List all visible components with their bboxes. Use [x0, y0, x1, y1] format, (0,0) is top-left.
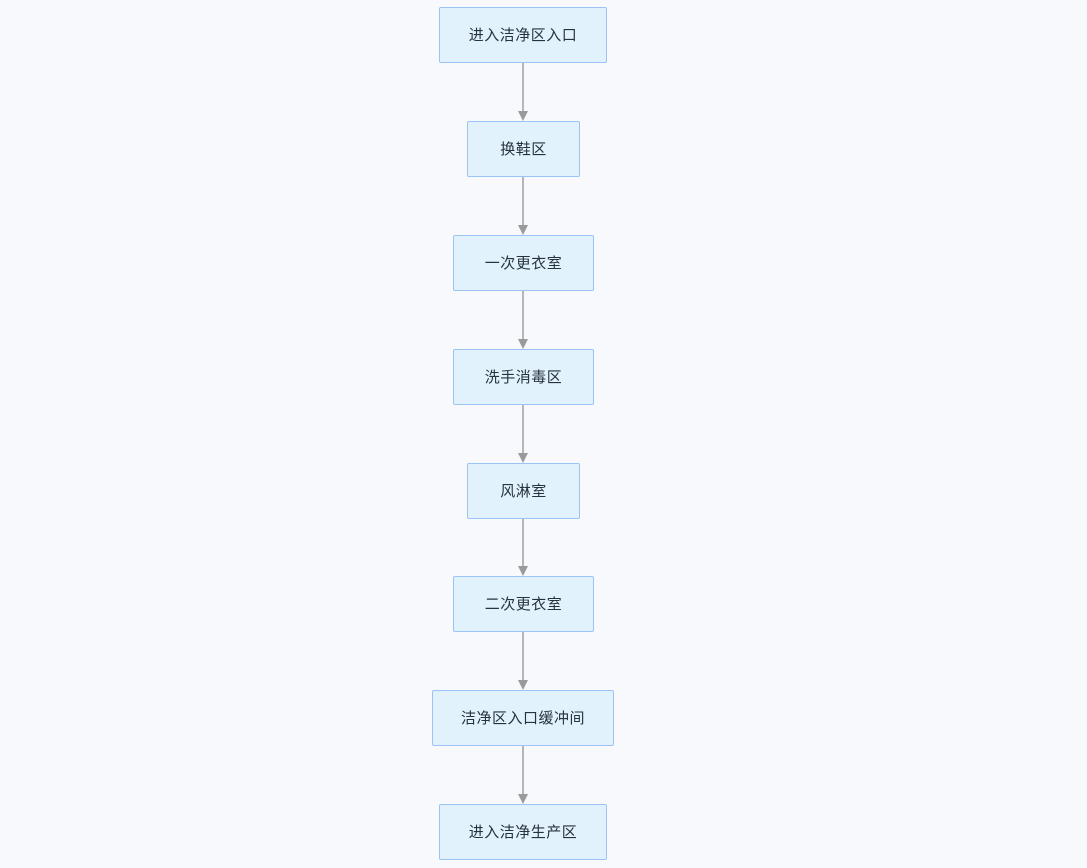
flow-node-label: 二次更衣室: [484, 595, 563, 613]
flow-node-label: 洗手消毒区: [484, 368, 563, 386]
flow-node-n3[interactable]: 一次更衣室: [453, 235, 594, 291]
flow-node-label: 进入洁净生产区: [468, 823, 578, 841]
flow-node-n7[interactable]: 洁净区入口缓冲间: [432, 690, 614, 746]
flow-edge-n2-to-n3: [515, 177, 531, 235]
flow-node-label: 洁净区入口缓冲间: [460, 709, 585, 727]
flow-edge-n4-to-n5: [515, 405, 531, 463]
flow-node-label: 换鞋区: [500, 140, 547, 158]
flow-node-n2[interactable]: 换鞋区: [467, 121, 580, 177]
flow-node-n8[interactable]: 进入洁净生产区: [439, 804, 607, 860]
flow-edge-n5-to-n6: [515, 519, 531, 576]
flow-node-n4[interactable]: 洗手消毒区: [453, 349, 594, 405]
flow-node-n5[interactable]: 风淋室: [467, 463, 580, 519]
flow-node-label: 一次更衣室: [484, 254, 563, 272]
flow-node-label: 进入洁净区入口: [468, 26, 578, 44]
flow-edge-n1-to-n2: [515, 63, 531, 121]
flow-edge-n7-to-n8: [515, 746, 531, 804]
flow-edge-n3-to-n4: [515, 291, 531, 349]
flow-node-n6[interactable]: 二次更衣室: [453, 576, 594, 632]
flow-node-label: 风淋室: [500, 482, 547, 500]
flow-node-n1[interactable]: 进入洁净区入口: [439, 7, 607, 63]
flow-edge-n6-to-n7: [515, 632, 531, 690]
